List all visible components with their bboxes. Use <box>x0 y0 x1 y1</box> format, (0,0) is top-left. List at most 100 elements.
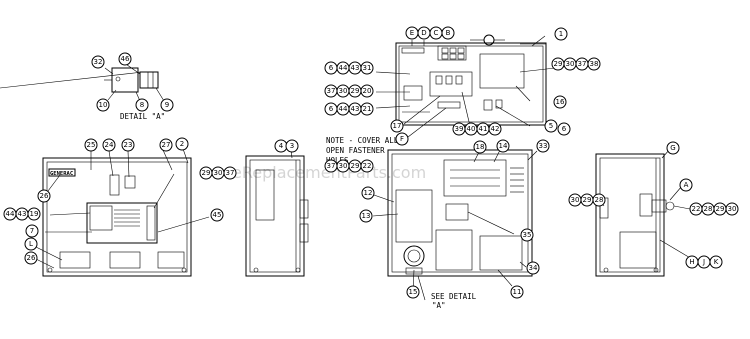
svg-text:J: J <box>702 258 705 266</box>
callout-4: 4 <box>274 139 288 153</box>
open-panel-view <box>387 149 533 277</box>
watermark: eReplacementParts.com <box>232 163 426 182</box>
callout-28: 28 <box>592 193 606 207</box>
callout-28: 28 <box>701 202 715 216</box>
callout-6: 6 <box>324 61 338 75</box>
callout-6: 6 <box>557 122 571 136</box>
see-detail-line-1: SEE DETAIL <box>431 292 477 301</box>
callout-43: 43 <box>348 61 362 75</box>
svg-text:F: F <box>400 135 404 143</box>
svg-text:46: 46 <box>121 55 130 63</box>
callout-9: 9 <box>160 98 174 112</box>
svg-text:29: 29 <box>716 205 725 213</box>
note-line-1: NOTE - COVER ALL <box>326 136 399 145</box>
svg-text:22: 22 <box>692 205 701 213</box>
detail-a-label: DETAIL "A" <box>120 112 165 121</box>
svg-text:7: 7 <box>30 227 34 235</box>
callout-38: 38 <box>587 57 601 71</box>
svg-text:43: 43 <box>351 105 360 113</box>
svg-text:30: 30 <box>728 205 737 213</box>
callout-30: 30 <box>563 57 577 71</box>
svg-text:43: 43 <box>351 64 360 72</box>
svg-text:1: 1 <box>559 30 563 38</box>
svg-text:G: G <box>670 144 675 152</box>
svg-text:29: 29 <box>583 196 592 204</box>
callout-L: L <box>24 237 38 251</box>
svg-text:9: 9 <box>165 101 169 109</box>
svg-text:37: 37 <box>578 60 587 68</box>
svg-text:10: 10 <box>99 101 108 109</box>
callout-41: 41 <box>476 122 490 136</box>
callout-44: 44 <box>3 207 17 221</box>
svg-text:D: D <box>421 29 426 37</box>
callout-43: 43 <box>348 102 362 116</box>
svg-text:19: 19 <box>30 210 39 218</box>
callout-6: 6 <box>324 102 338 116</box>
callout-25: 25 <box>84 138 98 152</box>
svg-text:27: 27 <box>162 141 171 149</box>
leader-lines <box>35 35 693 301</box>
see-detail-line-2: "A" <box>432 301 446 310</box>
svg-text:28: 28 <box>704 205 713 213</box>
brand-label: GENERAC <box>50 171 73 177</box>
svg-text:3: 3 <box>290 142 294 150</box>
svg-text:B: B <box>446 29 451 37</box>
svg-text:26: 26 <box>27 254 36 262</box>
svg-text:6: 6 <box>329 64 334 72</box>
svg-text:13: 13 <box>362 212 371 220</box>
svg-text:38: 38 <box>590 60 599 68</box>
note-line-3: HOLES <box>326 156 349 165</box>
svg-text:20: 20 <box>363 87 372 95</box>
svg-text:41: 41 <box>479 125 488 133</box>
callout-37: 37 <box>575 57 589 71</box>
callout-22: 22 <box>689 202 703 216</box>
callout-E: E <box>405 26 419 40</box>
svg-text:5: 5 <box>549 122 553 130</box>
svg-text:42: 42 <box>491 125 500 133</box>
svg-text:24: 24 <box>105 141 114 149</box>
callout-17: 17 <box>390 119 404 133</box>
svg-text:11: 11 <box>513 288 522 296</box>
callout-32: 32 <box>91 55 105 69</box>
svg-text:29: 29 <box>202 169 211 177</box>
svg-text:22: 22 <box>363 162 372 170</box>
svg-text:30: 30 <box>566 60 575 68</box>
callout-14: 14 <box>496 139 510 153</box>
svg-text:35: 35 <box>523 231 532 239</box>
svg-text:34: 34 <box>529 264 538 272</box>
callout-43: 43 <box>15 207 29 221</box>
callout-26: 26 <box>37 189 51 203</box>
svg-text:43: 43 <box>18 210 27 218</box>
callout-30: 30 <box>336 159 350 173</box>
callout-26: 26 <box>24 251 38 265</box>
callout-2: 2 <box>175 137 189 151</box>
svg-text:44: 44 <box>6 210 15 218</box>
svg-text:37: 37 <box>226 169 235 177</box>
callout-46: 46 <box>118 52 132 66</box>
svg-text:15: 15 <box>409 288 418 296</box>
callout-37: 37 <box>324 159 338 173</box>
svg-text:29: 29 <box>351 87 360 95</box>
callout-37: 37 <box>223 166 237 180</box>
callout-18: 18 <box>473 140 487 154</box>
callout-K: K <box>709 255 723 269</box>
svg-text:33: 33 <box>539 142 548 150</box>
svg-text:30: 30 <box>571 196 580 204</box>
svg-text:37: 37 <box>327 162 336 170</box>
callout-22: 22 <box>360 159 374 173</box>
callout-34: 34 <box>526 261 540 275</box>
svg-text:18: 18 <box>476 143 485 151</box>
side-view <box>245 155 309 277</box>
svg-text:32: 32 <box>94 58 103 66</box>
svg-text:31: 31 <box>363 64 372 72</box>
callout-7: 7 <box>25 224 39 238</box>
svg-text:E: E <box>410 29 414 37</box>
svg-text:25: 25 <box>87 141 96 149</box>
svg-text:8: 8 <box>140 101 144 109</box>
svg-text:16: 16 <box>556 98 565 106</box>
callout-21: 21 <box>360 102 374 116</box>
right-side-view <box>595 153 675 277</box>
callout-35: 35 <box>520 228 534 242</box>
svg-text:4: 4 <box>279 142 284 150</box>
